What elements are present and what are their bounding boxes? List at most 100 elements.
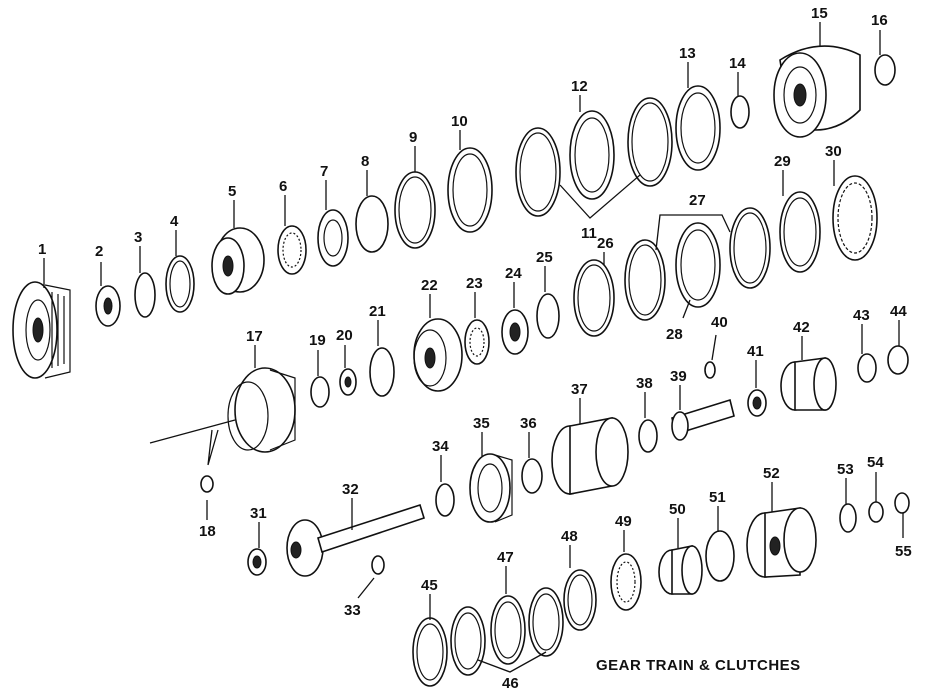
- part-23-bearing: [464, 319, 490, 365]
- label-1: 1: [38, 241, 46, 258]
- label-11: 11: [581, 225, 597, 242]
- label-17: 17: [246, 328, 263, 345]
- label-16: 16: [871, 12, 888, 29]
- part-11-plate-a: [515, 127, 561, 217]
- leader-33: [357, 577, 375, 599]
- label-45: 45: [421, 577, 438, 594]
- label-7: 7: [320, 163, 328, 180]
- label-32: 32: [342, 481, 359, 498]
- part-14-washer: [730, 95, 750, 129]
- part-39-sun-gear: [671, 398, 735, 441]
- label-12: 12: [571, 78, 588, 95]
- part-8-ring: [355, 195, 389, 253]
- label-39: 39: [670, 368, 687, 385]
- part-21-ring: [369, 347, 395, 397]
- label-20: 20: [336, 327, 353, 344]
- leader-27: [655, 214, 731, 251]
- part-45-plate: [412, 617, 448, 687]
- part-25-ring: [536, 293, 560, 339]
- label-23: 23: [466, 275, 483, 292]
- label-13: 13: [679, 45, 696, 62]
- label-8: 8: [361, 153, 369, 170]
- part-4-snap-ring: [165, 255, 195, 313]
- part-1-drum: [12, 281, 71, 379]
- part-18-o-ring: [200, 475, 214, 493]
- label-41: 41: [747, 343, 764, 360]
- part-36-washer: [521, 458, 543, 494]
- part-28-plate: [675, 222, 721, 308]
- label-35: 35: [473, 415, 490, 432]
- label-31: 31: [250, 505, 267, 522]
- part-9-plate: [394, 171, 436, 249]
- part-5-hub: [211, 227, 265, 295]
- label-26: 26: [597, 235, 614, 252]
- part-7-race: [317, 209, 349, 267]
- label-54: 54: [867, 454, 884, 471]
- label-18: 18: [199, 523, 216, 540]
- label-42: 42: [793, 319, 810, 336]
- part-26-plate: [573, 259, 615, 337]
- part-47-plate: [490, 595, 526, 665]
- part-19-washer: [310, 376, 330, 408]
- part-49-spring: [610, 553, 642, 611]
- part-48-plate: [563, 569, 597, 631]
- part-15-drum: [773, 45, 861, 138]
- part-3-washer: [134, 272, 156, 318]
- label-22: 22: [421, 277, 438, 294]
- part-37-carrier: [551, 417, 629, 495]
- part-38-washer: [638, 419, 658, 453]
- label-44: 44: [890, 303, 907, 320]
- label-28: 28: [666, 326, 683, 343]
- label-19: 19: [309, 332, 326, 349]
- part-40-o-ring: [704, 361, 716, 379]
- label-36: 36: [520, 415, 537, 432]
- label-43: 43: [853, 307, 870, 324]
- part-13-plate: [675, 85, 721, 171]
- part-27-plate-a: [624, 239, 666, 321]
- leader-18b: [207, 429, 219, 466]
- part-2-bearing: [95, 285, 121, 327]
- label-46: 46: [502, 675, 519, 692]
- label-25: 25: [536, 249, 553, 266]
- label-48: 48: [561, 528, 578, 545]
- label-33: 33: [344, 602, 361, 619]
- label-53: 53: [837, 461, 854, 478]
- part-54-ring: [868, 501, 884, 523]
- label-47: 47: [497, 549, 514, 566]
- part-46-plate-b: [528, 587, 564, 657]
- part-50-piston: [658, 545, 703, 595]
- part-53-washer: [839, 503, 857, 533]
- part-22-gear: [413, 318, 463, 392]
- label-49: 49: [615, 513, 632, 530]
- part-12-plate: [569, 110, 615, 200]
- part-35-gear: [469, 453, 513, 523]
- label-37: 37: [571, 381, 588, 398]
- part-44-washer: [887, 345, 909, 375]
- label-30: 30: [825, 143, 842, 160]
- label-14: 14: [729, 55, 746, 72]
- part-16-washer: [874, 54, 896, 86]
- label-4: 4: [170, 213, 179, 230]
- part-42-gear: [780, 357, 837, 411]
- part-33-bushing: [371, 555, 385, 575]
- part-52-housing: [746, 507, 817, 578]
- part-46-plate-a: [450, 606, 486, 676]
- label-9: 9: [409, 129, 417, 146]
- part-30-ring-gear: [832, 175, 878, 261]
- label-50: 50: [669, 501, 686, 518]
- label-55: 55: [895, 543, 912, 560]
- leader-28: [682, 299, 691, 319]
- label-29: 29: [774, 153, 791, 170]
- label-2: 2: [95, 243, 103, 260]
- part-51-ring: [705, 530, 735, 582]
- label-24: 24: [505, 265, 522, 282]
- label-3: 3: [134, 229, 142, 246]
- label-27: 27: [689, 192, 706, 209]
- part-32-input-shaft: [286, 503, 425, 577]
- part-43-washer: [857, 353, 877, 383]
- leader-40: [711, 334, 717, 361]
- leader-11: [559, 174, 641, 219]
- part-34-washer: [435, 483, 455, 517]
- label-6: 6: [279, 178, 287, 195]
